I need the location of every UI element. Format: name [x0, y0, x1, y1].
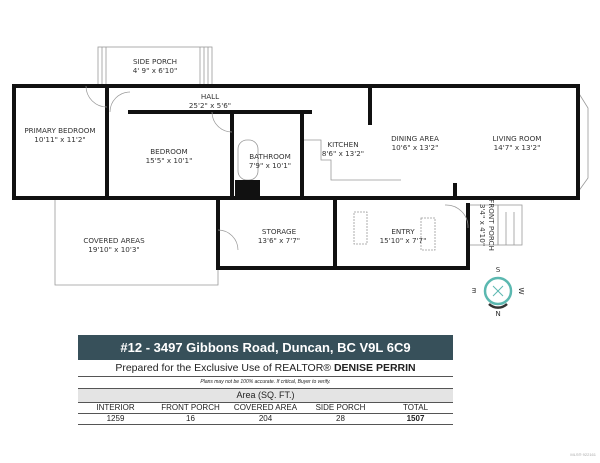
room-name: FRONT PORCH — [487, 199, 496, 251]
compass-n: N — [495, 309, 500, 318]
room-name: ENTRY — [391, 227, 415, 236]
room-dims: 4' 9" x 6'10" — [133, 66, 178, 75]
exterior-outlines — [54, 46, 589, 286]
front-steps — [497, 204, 523, 246]
prepared-text: Prepared for the Exclusive Use of REALTO… — [115, 362, 332, 374]
room-name: STORAGE — [262, 227, 297, 236]
prepared-for: Prepared for the Exclusive Use of REALTO… — [78, 360, 453, 377]
address-header: #12 - 3497 Gibbons Road, Duncan, BC V9L … — [78, 335, 453, 360]
value-cell: 1259 — [106, 414, 125, 423]
floor-plan: SIDE PORCH 4' 9" x 6'10" HALL 25'2" x 5'… — [12, 46, 589, 318]
room-dims: 15'5" x 10'1" — [146, 156, 193, 165]
room-dims: 8'6" x 13'2" — [322, 149, 364, 158]
compass-w: W — [517, 287, 526, 294]
area-title: Area (SQ. FT.) — [78, 389, 453, 403]
area-headers: INTERIOR FRONT PORCH COVERED AREA SIDE P… — [78, 403, 453, 414]
mls-number: MLS® 922161 — [570, 452, 596, 457]
room-dims: 25'2" x 5'6" — [189, 101, 231, 110]
area-table: #12 - 3497 Gibbons Road, Duncan, BC V9L … — [78, 335, 453, 425]
bay-window — [577, 91, 589, 193]
value-cell: 204 — [258, 414, 273, 423]
room-dims: 13'6" x 7'7" — [258, 236, 300, 245]
room-name: SIDE PORCH — [133, 57, 177, 66]
col-header: COVERED AREA — [233, 403, 298, 412]
compass-e: E — [471, 286, 476, 295]
compass-icon: S N E W — [471, 265, 526, 318]
compass-s: S — [496, 265, 501, 274]
room-dims: 7'9" x 10'1" — [249, 161, 291, 170]
room-name: DINING AREA — [391, 134, 439, 143]
col-header: TOTAL — [402, 403, 429, 412]
realtor-name: DENISE PERRIN — [333, 362, 416, 374]
room-dims: 10'6" x 13'2" — [392, 143, 439, 152]
room-name: PRIMARY BEDROOM — [24, 126, 95, 135]
room-labels: SIDE PORCH 4' 9" x 6'10" HALL 25'2" x 5'… — [24, 57, 541, 254]
room-name: BATHROOM — [249, 152, 291, 161]
covered-area-outline — [54, 198, 219, 286]
room-dims: 10'11" x 11'2" — [34, 135, 85, 144]
room-name: COVERED AREAS — [83, 236, 145, 245]
room-name: BEDROOM — [150, 147, 188, 156]
disclaimer: Plans may not be 100% accurate. If criti… — [78, 377, 453, 389]
area-values: 1259 16 204 28 1507 — [78, 414, 453, 425]
room-dims: 3'4" x 4'10" — [478, 204, 487, 246]
value-cell: 16 — [186, 414, 195, 423]
value-cell: 28 — [336, 414, 345, 423]
room-name: KITCHEN — [327, 140, 358, 149]
room-dims: 19'10" x 10'3" — [88, 245, 139, 254]
col-header: SIDE PORCH — [315, 403, 366, 412]
value-cell: 1507 — [406, 414, 425, 423]
room-name: HALL — [201, 92, 219, 101]
doors — [85, 85, 469, 251]
room-dims: 15'10" x 7'7" — [380, 236, 427, 245]
col-header: FRONT PORCH — [161, 403, 220, 412]
col-header: INTERIOR — [96, 403, 135, 412]
room-name: LIVING ROOM — [493, 134, 542, 143]
room-dims: 14'7" x 13'2" — [494, 143, 541, 152]
